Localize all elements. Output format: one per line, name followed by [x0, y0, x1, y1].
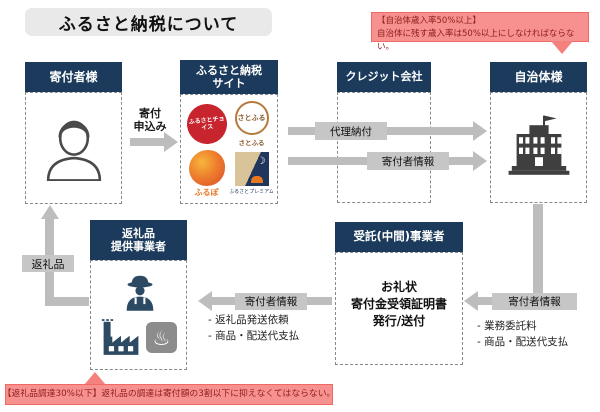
municipality-note-2: - 商品・配送代支払	[477, 336, 569, 348]
arrow-apply-label-line1: 寄付	[139, 107, 161, 120]
box-intermediary-body: お礼状 寄付金受領証明書 発行/送付	[335, 252, 463, 365]
box-donor-header: 寄付者様	[25, 62, 122, 92]
arrow-donorinfo-top-head	[473, 151, 487, 171]
satofull-icon: さとふる	[234, 100, 269, 135]
arrow-donorinfo-intermediary-label: 寄付者情報	[492, 293, 577, 310]
logo-furusato-premium: ☽ ふるさとプレミアム	[230, 149, 273, 198]
arrow-proxy-head	[473, 121, 487, 141]
callout-municipality-revenue: 【自治体歳入率50%以上】 自治体に残す歳入率は50%以上にしなければならない。	[371, 12, 589, 52]
arrow-donorinfo-provider-label: 寄付者情報	[235, 293, 307, 310]
provider-note-1: - 返礼品発送依頼	[208, 314, 289, 326]
intermediary-body-line2: 寄付金受領証明書	[350, 297, 447, 311]
moon-icon: ☽	[256, 156, 266, 167]
box-site-label-line2: サイト	[212, 77, 246, 90]
hot-spring-icon: ♨	[146, 322, 177, 353]
government-building-icon	[507, 114, 571, 182]
logo-furupo: ふるぽ	[185, 149, 228, 198]
callout-bottom-pointer	[84, 372, 106, 385]
arrow-apply-shaft	[130, 138, 164, 146]
arrow-apply-label-line2: 申込み	[133, 120, 167, 133]
arrow-gift-head	[41, 205, 59, 219]
municipality-note-1: - 業務委託料	[477, 320, 537, 332]
page-title: ふるさと納税について	[25, 8, 272, 36]
logo-satofull: さとふる さとふる	[230, 100, 273, 147]
satofull-caption: さとふる	[238, 138, 265, 147]
arrow-gift-label: 返礼品	[22, 255, 74, 272]
furusato-choice-icon: ふるさとチョイス	[185, 101, 228, 146]
furupo-icon	[188, 149, 225, 186]
box-municipality-label: 自治体様	[514, 69, 563, 84]
box-site-label-line1: ふるさと納税	[196, 63, 262, 77]
intermediary-body-text: お礼状 寄付金受領証明書 発行/送付	[336, 253, 462, 330]
callout-top-pointer	[551, 41, 573, 54]
farmer-icon	[120, 273, 160, 315]
donor-person-icon	[43, 111, 105, 185]
arrow-donorinfo-top-label: 寄付者情報	[367, 152, 449, 170]
callout-municipality-revenue-text: 自治体に残す歳入率は50%以上にしなければならない。	[377, 28, 575, 52]
intermediary-body-line1: お礼状	[380, 280, 417, 294]
site-logo-grid: ふるさとチョイス さとふる さとふる ふるぽ ☽ ふるさとプレミアム	[181, 95, 277, 203]
provider-note-2: - 商品・配送代支払	[208, 330, 300, 342]
box-provider-label-line1: 返礼品	[122, 226, 155, 240]
box-site-body: ふるさとチョイス さとふる さとふる ふるぽ ☽ ふるさとプレミアム	[180, 94, 278, 204]
box-credit-body	[337, 92, 431, 203]
box-intermediary-label: 受託(中間)事業者	[353, 229, 445, 244]
box-provider-body: ♨	[90, 260, 187, 370]
premium-figure-shape	[250, 176, 263, 183]
municipality-connector-shaft	[533, 204, 543, 302]
box-provider-label-line2: 提供事業者	[111, 240, 166, 253]
intermediary-body-line3: 発行/送付	[372, 314, 426, 328]
box-site-header: ふるさと納税 サイト	[180, 60, 278, 94]
callout-municipality-revenue-heading: 【自治体歳入率50%以上】	[377, 16, 481, 26]
box-provider-header: 返礼品 提供事業者	[90, 220, 187, 260]
furupo-caption: ふるぽ	[194, 187, 219, 197]
box-donor-label: 寄付者様	[49, 69, 98, 84]
arrow-apply-label: 寄付 申込み	[124, 107, 176, 133]
factory-icon	[101, 319, 141, 359]
box-intermediary-header: 受託(中間)事業者	[335, 222, 463, 252]
logo-furusato-choice: ふるさとチョイス	[185, 100, 228, 147]
box-credit-label: クレジット会社	[345, 70, 423, 84]
arrow-proxy-label: 代理納付	[315, 122, 387, 140]
arrow-apply-head	[164, 132, 178, 152]
municipality-notes: - 業務委託料 - 商品・配送代支払	[477, 318, 568, 350]
box-donor-body	[25, 92, 122, 204]
furusato-premium-icon: ☽	[234, 152, 269, 186]
box-credit-header: クレジット会社	[337, 62, 431, 92]
provider-notes: - 返礼品発送依頼 - 商品・配送代支払	[208, 312, 299, 344]
arrow-donorinfo-intermediary-head	[464, 291, 478, 311]
arrow-donorinfo-provider-head	[198, 291, 212, 311]
box-municipality-body	[490, 92, 587, 203]
furusato-choice-text: ふるさとチョイス	[187, 114, 225, 132]
satofull-text: さとふる	[237, 113, 266, 122]
callout-gift-procurement: 【返礼品調達30%以下】返礼品の調達は寄付額の3割以下に抑えなくてはならない。	[3, 384, 335, 405]
furusato-premium-caption: ふるさとプレミアム	[230, 189, 273, 195]
box-municipality-header: 自治体様	[490, 62, 587, 92]
arrow-gift-horizontal-shaft	[45, 297, 89, 306]
